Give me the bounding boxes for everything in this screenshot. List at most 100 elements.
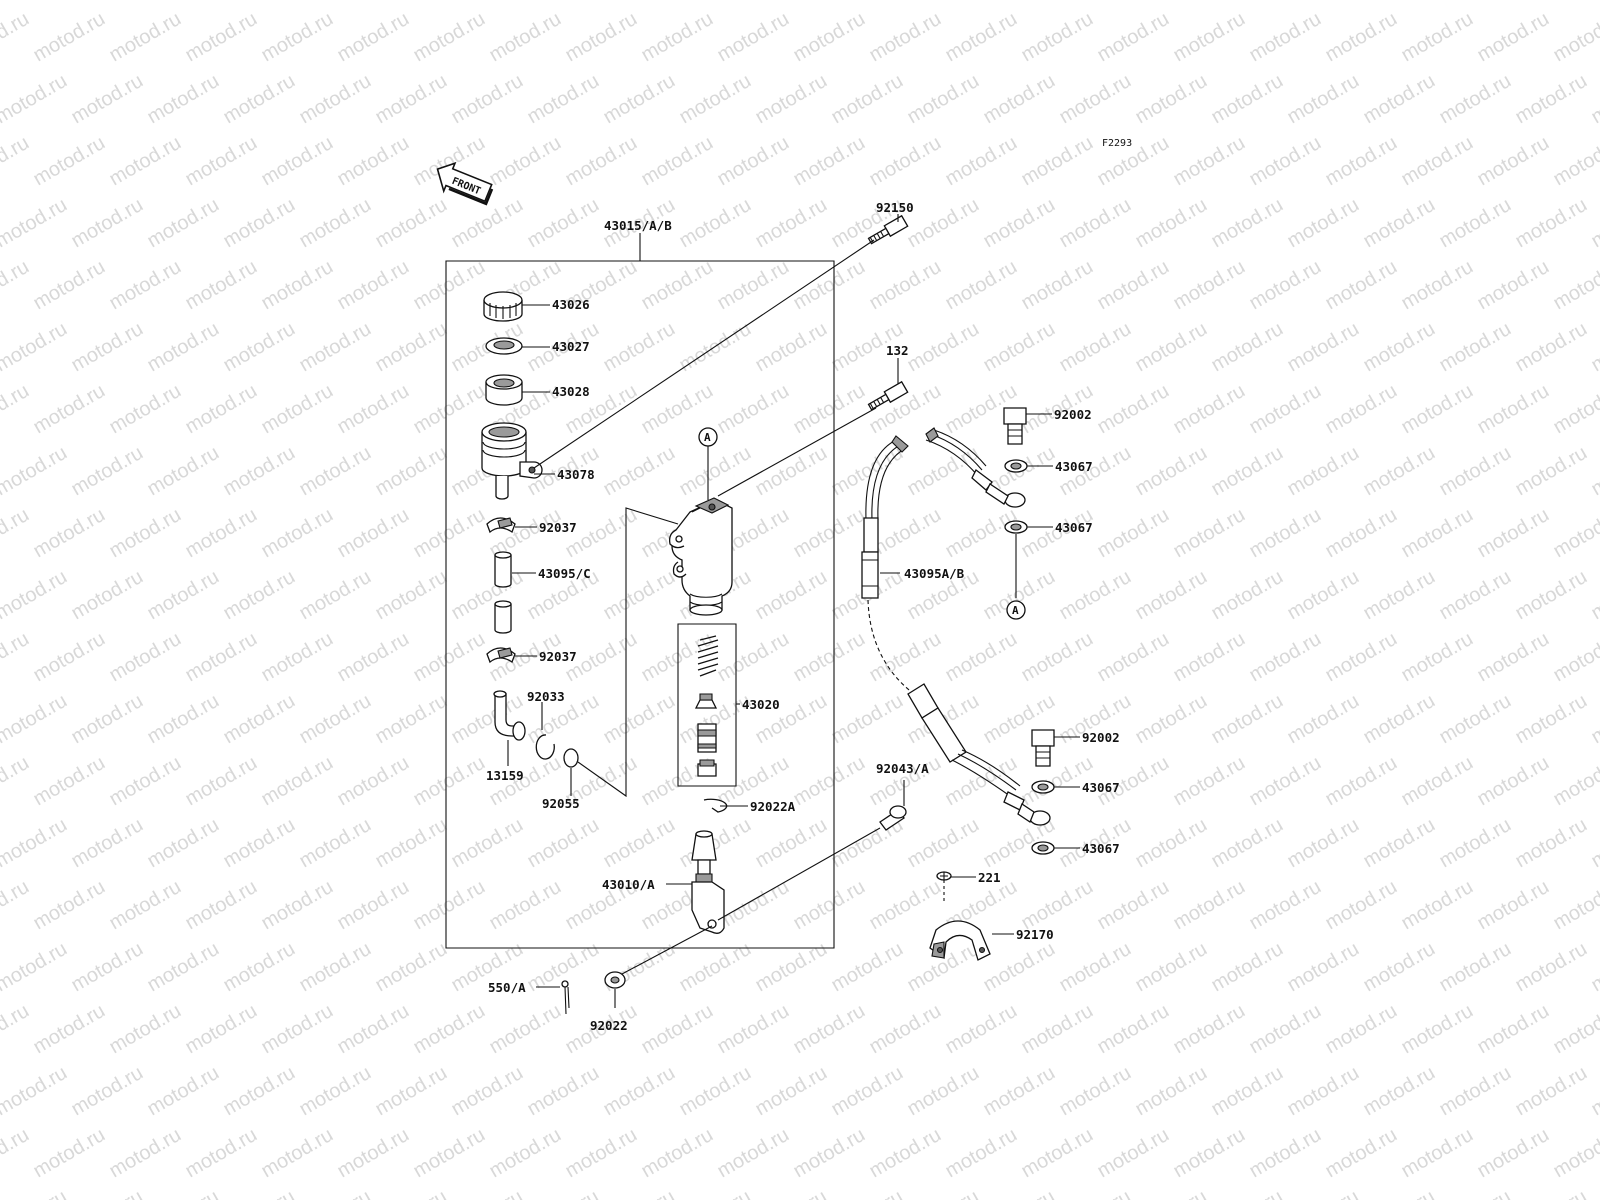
watermark-text: motod.ru [182, 132, 261, 191]
watermark-text: motod.ru [1360, 194, 1439, 253]
watermark-text: motod.ru [144, 566, 223, 625]
part-label-92170: 92170 [1016, 927, 1054, 942]
watermark-text: motod.ru [1208, 938, 1287, 997]
watermark-text: motod.ru [752, 1062, 831, 1121]
watermark-text: motod.ru [1132, 194, 1211, 253]
watermark-text: motod.ru [1132, 442, 1211, 501]
watermark-text: motod.ru [752, 70, 831, 129]
watermark-text: motod.ru [524, 938, 603, 997]
watermark-text: motod.ru [1170, 752, 1249, 811]
hose-clamp-lower [486, 647, 516, 664]
watermark-text: motod.ru [372, 1062, 451, 1121]
watermark-text: motod.ru [1398, 504, 1477, 563]
watermark-text: motod.ru [1588, 194, 1600, 253]
snap-ring [703, 798, 728, 813]
watermark-text: motod.ru [1512, 442, 1591, 501]
watermark-text: motod.ru [790, 380, 869, 439]
watermark-text: motod.ru [372, 690, 451, 749]
watermark-text: motod.ru [942, 628, 1021, 687]
watermark-text: motod.ru [1436, 442, 1515, 501]
watermark-text: motod.ru [144, 1186, 223, 1200]
watermark-text: motod.ru [0, 132, 33, 191]
watermark-text: motod.ru [106, 504, 185, 563]
watermark-text: motod.ru [30, 876, 109, 935]
watermark-text: motod.ru [448, 0, 527, 4]
watermark-text: motod.ru [258, 256, 337, 315]
watermark-text: motod.ru [752, 814, 831, 873]
watermark-text: motod.ru [30, 504, 109, 563]
watermark-text: motod.ru [600, 1062, 679, 1121]
watermark-text: motod.ru [410, 752, 489, 811]
watermark-text: motod.ru [296, 938, 375, 997]
watermark-text: motod.ru [1208, 70, 1287, 129]
watermark-text: motod.ru [562, 132, 641, 191]
watermark-text: motod.ru [0, 380, 33, 439]
watermark-text: motod.ru [600, 814, 679, 873]
watermark-text: motod.ru [752, 566, 831, 625]
watermark-text: motod.ru [1284, 442, 1363, 501]
watermark-text: motod.ru [524, 1062, 603, 1121]
watermark-text: motod.ru [372, 566, 451, 625]
watermark-text: motod.ru [1056, 1186, 1135, 1200]
watermark-text: motod.ru [1588, 1062, 1600, 1121]
watermark-text: motod.ru [486, 876, 565, 935]
watermark-text: motod.ru [1208, 318, 1287, 377]
watermark-text: motod.ru [1360, 442, 1439, 501]
watermark-text: motod.ru [1588, 690, 1600, 749]
watermark-text: motod.ru [1284, 690, 1363, 749]
watermark-text: motod.ru [1132, 318, 1211, 377]
watermark-text: motod.ru [0, 566, 71, 625]
watermark-text: motod.ru [410, 380, 489, 439]
watermark-text: motod.ru [410, 1124, 489, 1183]
watermark-text: motod.ru [1246, 1000, 1325, 1059]
watermark-text: motod.ru [0, 442, 71, 501]
watermark-text: motod.ru [638, 628, 717, 687]
watermark-text: motod.ru [0, 1000, 33, 1059]
watermark-text: motod.ru [220, 690, 299, 749]
watermark-text: motod.ru [1360, 70, 1439, 129]
watermark-text: motod.ru [334, 1124, 413, 1183]
watermark-text: motod.ru [334, 132, 413, 191]
watermark-text: motod.ru [1094, 380, 1173, 439]
circlip [535, 734, 555, 760]
watermark-text: motod.ru [562, 1124, 641, 1183]
watermark-text: motod.ru [1512, 814, 1591, 873]
watermark-text: motod.ru [1360, 814, 1439, 873]
watermark-text: motod.ru [334, 752, 413, 811]
watermark-text: motod.ru [296, 690, 375, 749]
watermark-text: motod.ru [524, 814, 603, 873]
brake-hose [861, 427, 1051, 826]
watermark-text: motod.ru [182, 876, 261, 935]
screw-221 [936, 871, 952, 902]
watermark-text: motod.ru [562, 8, 641, 67]
watermark-text: motod.ru [1474, 1124, 1553, 1183]
watermark-text: motod.ru [68, 1186, 147, 1200]
watermark-text: motod.ru [448, 1186, 527, 1200]
watermark-text: motod.ru [334, 380, 413, 439]
watermark-text: motod.ru [1208, 0, 1287, 4]
watermark-text: motod.ru [1132, 690, 1211, 749]
watermark-text: motod.ru [790, 256, 869, 315]
watermark-text: motod.ru [296, 0, 375, 4]
watermark-text: motod.ru [182, 380, 261, 439]
watermark-text: motod.ru [1436, 318, 1515, 377]
watermark-text: motod.ru [1208, 194, 1287, 253]
clevis-pin [879, 805, 907, 831]
watermark-text: motod.ru [980, 194, 1059, 253]
part-label-92002-lower: 92002 [1082, 730, 1120, 745]
piston-kit [694, 635, 719, 777]
watermark-text: motod.ru [372, 938, 451, 997]
part-label-92150: 92150 [876, 200, 914, 215]
watermark-text: motod.ru [1170, 8, 1249, 67]
watermark-text: motod.ru [1436, 194, 1515, 253]
watermark-text: motod.ru [866, 876, 945, 935]
part-label-92033: 92033 [527, 689, 565, 704]
watermark-text: motod.ru [0, 690, 71, 749]
watermark-text: motod.ru [106, 752, 185, 811]
watermark-text: motod.ru [600, 442, 679, 501]
watermark-text: motod.ru [1284, 566, 1363, 625]
watermark-text: motod.ru [1512, 194, 1591, 253]
watermark-text: motod.ru [1284, 1186, 1363, 1200]
watermark-text: motod.ru [1588, 566, 1600, 625]
watermark-text: motod.ru [258, 8, 337, 67]
